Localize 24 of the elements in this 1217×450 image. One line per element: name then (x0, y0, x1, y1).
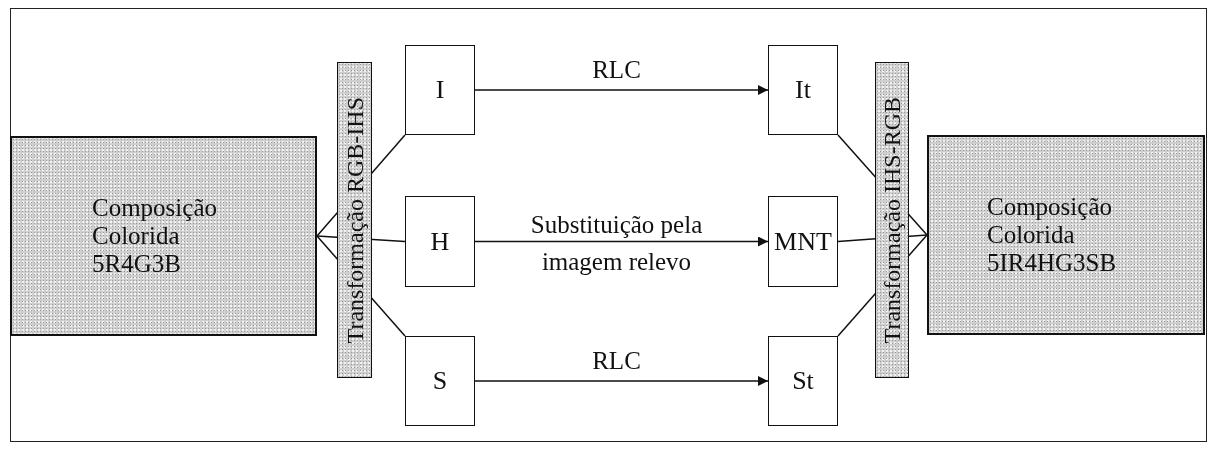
band-text: Transformação IHS-RGB (880, 96, 904, 344)
arrow (474, 376, 769, 386)
band-text: Transformação RGB-IHS (342, 96, 367, 344)
channel-box (405, 45, 475, 135)
node-text: MNT (774, 226, 832, 257)
arrow (474, 236, 769, 247)
node-text: S (432, 366, 448, 396)
node-text: H (430, 226, 450, 257)
node-text: Composição Colorida 5R4G3B (92, 194, 218, 278)
edge-label: RLC (592, 346, 641, 376)
node-text: I (435, 75, 445, 105)
channel-box (768, 336, 838, 426)
edge-label: Substituição pela imagem relevo (529, 209, 704, 277)
node-text: It (795, 75, 811, 105)
node-text: Composição Colorida 5IR4HG3SB (987, 193, 1118, 277)
image-box (927, 135, 1205, 335)
arrow (474, 85, 769, 95)
edge-label: RLC (592, 55, 641, 85)
image-box (10, 136, 317, 336)
node-text: St (792, 366, 814, 396)
channel-box (768, 196, 838, 287)
channel-box (768, 45, 838, 135)
channel-box (405, 336, 475, 426)
channel-box (405, 196, 475, 287)
